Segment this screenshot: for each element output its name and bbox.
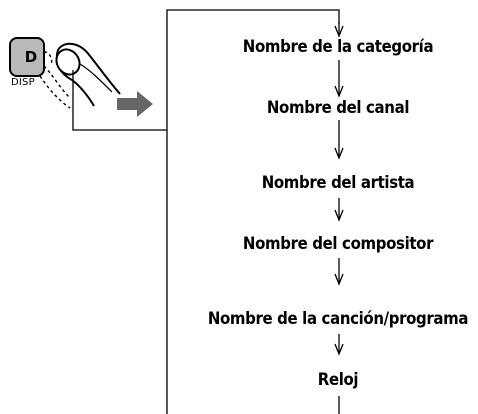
disp-key-button[interactable] xyxy=(9,37,45,77)
step-composer-name: Nombre del compositor xyxy=(242,234,434,254)
step-clock: Reloj xyxy=(317,370,359,390)
disp-key-letter: D xyxy=(24,48,38,66)
cycle-loop-line xyxy=(166,9,340,414)
sequence-arrows xyxy=(334,22,344,414)
step-channel-name: Nombre del canal xyxy=(266,98,410,118)
step-category-name: Nombre de la categoría xyxy=(242,37,434,57)
step-song-program-name: Nombre de la canción/programa xyxy=(207,309,469,329)
finger-connector-line xyxy=(72,70,167,131)
disp-caption: DISP xyxy=(11,77,35,88)
press-direction-arrow-icon xyxy=(117,91,153,117)
finger-press-icon xyxy=(55,42,121,107)
press-motion-marks xyxy=(39,51,71,109)
step-artist-name: Nombre del artista xyxy=(261,173,415,193)
